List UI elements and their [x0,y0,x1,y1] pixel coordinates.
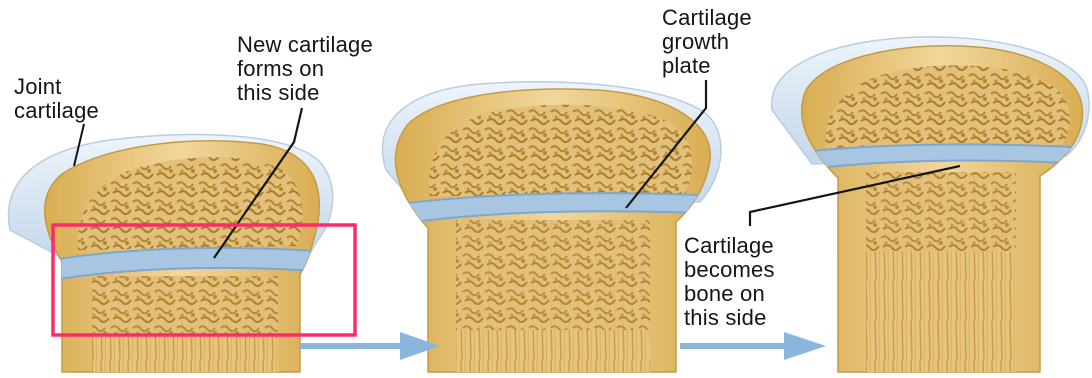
label-new-cartilage: New cartilage forms on this side [237,33,373,105]
label-growth-plate: Cartilage growth plate [662,6,752,78]
bone-stage-2 [382,82,720,372]
bone-stage-3 [772,37,1090,372]
label-becomes-bone: Cartilage becomes bone on this side [684,234,775,330]
label-joint-cartilage: Joint cartilage [14,75,99,123]
arrow-right-icon [680,332,826,360]
